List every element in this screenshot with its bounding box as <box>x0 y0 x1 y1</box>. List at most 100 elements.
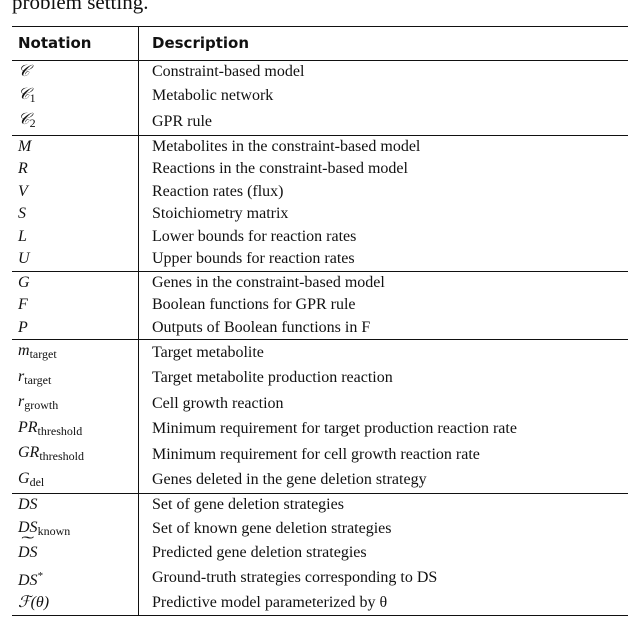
notation-cell: ℱ(θ) <box>12 592 139 615</box>
notation-symbol: 𝒞 <box>18 63 30 80</box>
description-cell: Ground-truth strategies corresponding to… <box>152 569 438 586</box>
description-cell: Minimum requirement for cell growth reac… <box>152 445 480 463</box>
notation-cell: R <box>12 158 139 181</box>
table-row: Gdel Genes deleted in the gene deletion s… <box>12 467 628 494</box>
table-header-row: Notation Description <box>12 26 628 61</box>
table-row: DS Predicted gene deletion strategies <box>12 542 628 565</box>
notation-symbol: M <box>18 137 32 155</box>
description-cell: Predictive model parameterized by θ <box>152 594 388 611</box>
notation-symbol: S <box>18 205 26 222</box>
description-cell: Set of known gene deletion strategies <box>152 520 392 537</box>
notation-symbol: L <box>18 227 27 245</box>
description-cell: Stoichiometry matrix <box>152 205 289 222</box>
notation-cell: 𝒞1 <box>12 83 139 109</box>
notation-superscript: * <box>37 569 44 582</box>
notation-symbol: m <box>18 342 30 359</box>
notation-cell: P <box>12 316 139 340</box>
description-cell: Constraint-based model <box>152 63 305 80</box>
notation-cell: V <box>12 180 139 203</box>
notation-subscript: threshold <box>37 423 83 438</box>
description-cell: Boolean functions for GPR rule <box>152 296 356 313</box>
notation-subscript: del <box>29 474 45 489</box>
description-cell: Reactions in the constraint-based model <box>152 160 408 177</box>
notation-cell: Gdel <box>12 467 139 494</box>
notation-cell: rgrowth <box>12 391 139 417</box>
table-row: rtarget Target metabolite production reac… <box>12 365 628 391</box>
description-cell: Reaction rates (flux) <box>152 182 284 200</box>
description-cell: Metabolic network <box>152 87 274 104</box>
notation-symbol: G <box>18 469 30 487</box>
caption-tail: problem setting. <box>12 0 149 14</box>
table-row: rgrowth Cell growth reaction <box>12 391 628 417</box>
description-cell: Genes deleted in the gene deletion strat… <box>152 471 427 488</box>
header-notation: Notation <box>12 26 139 61</box>
description-cell: Target metabolite production reaction <box>152 369 393 386</box>
description-cell: Cell growth reaction <box>152 394 284 412</box>
description-cell: Metabolites in the constraint-based mode… <box>152 137 421 155</box>
table-row: PRthreshold Minimum requirement for targe… <box>12 416 628 442</box>
header-description: Description <box>152 34 250 53</box>
notation-symbol: ℱ(θ) <box>18 594 50 611</box>
description-cell: Outputs of Boolean functions in F <box>152 318 371 336</box>
table-row: V Reaction rates (flux) <box>12 180 628 203</box>
notation-cell: S <box>12 203 139 226</box>
notation-cell: DS <box>12 493 139 517</box>
description-cell: Minimum requirement for target productio… <box>152 420 517 437</box>
table-row: P Outputs of Boolean functions in F <box>12 316 628 340</box>
notation-subscript: 1 <box>29 90 36 105</box>
notation-cell: F <box>12 294 139 317</box>
notation-symbol: PR <box>18 418 38 436</box>
notation-symbol: U <box>18 250 30 267</box>
notation-cell: rtarget <box>12 365 139 391</box>
notation-subscript: target <box>29 347 57 361</box>
notation-symbol: P <box>18 318 28 336</box>
table-row: 𝒞1 Metabolic network <box>12 83 628 109</box>
notation-symbol: DS <box>18 542 38 565</box>
notation-cell: 𝒞 <box>12 60 139 84</box>
notation-cell: 𝒞2 <box>12 109 139 135</box>
notation-cell: G <box>12 271 139 294</box>
notation-table: Notation Description 𝒞 Constraint-based m… <box>12 26 628 616</box>
notation-cell: DS* <box>12 564 139 592</box>
notation-cell: mtarget <box>12 339 139 366</box>
table-row: GRthreshold Minimum requirement for cell … <box>12 442 628 468</box>
description-cell: Target metabolite <box>152 343 264 361</box>
description-cell: Set of gene deletion strategies <box>152 496 344 513</box>
notation-cell: L <box>12 225 139 248</box>
table-row: F Boolean functions for GPR rule <box>12 294 628 317</box>
table-row: DS* Ground-truth strategies corresponding… <box>12 564 628 592</box>
table-row: S Stoichiometry matrix <box>12 203 628 226</box>
notation-cell: PRthreshold <box>12 416 139 442</box>
notation-cell: U <box>12 248 139 271</box>
notation-subscript: target <box>24 372 52 387</box>
table-row: ℱ(θ) Predictive model parameterized by θ <box>12 592 628 615</box>
notation-cell: GRthreshold <box>12 442 139 468</box>
notation-symbol: F <box>18 296 28 313</box>
description-cell: Lower bounds for reaction rates <box>152 227 357 245</box>
notation-symbol: 𝒞 <box>18 111 30 128</box>
notation-symbol: G <box>18 273 30 291</box>
notation-symbol: V <box>18 182 28 200</box>
table-row: G Genes in the constraint-based model <box>12 271 628 294</box>
description-cell: Genes in the constraint-based model <box>152 273 385 291</box>
table-row: mtarget Target metabolite <box>12 339 628 366</box>
notation-symbol: R <box>18 160 28 177</box>
notation-symbol: DS <box>18 571 38 589</box>
notation-subscript: 2 <box>29 116 36 130</box>
notation-subscript: growth <box>24 398 59 412</box>
notation-cell: DS <box>12 542 139 565</box>
table-row: R Reactions in the constraint-based model <box>12 158 628 181</box>
notation-cell: M <box>12 135 139 158</box>
table-row: DS Set of gene deletion strategies <box>12 493 628 517</box>
notation-symbol: r <box>18 367 25 385</box>
notation-symbol: 𝒞 <box>18 85 30 103</box>
description-cell: Predicted gene deletion strategies <box>152 544 367 561</box>
notation-symbol: r <box>18 393 25 410</box>
table-row: 𝒞 Constraint-based model <box>12 60 628 84</box>
notation-subscript: threshold <box>39 449 84 463</box>
notation-symbol: GR <box>18 444 40 461</box>
